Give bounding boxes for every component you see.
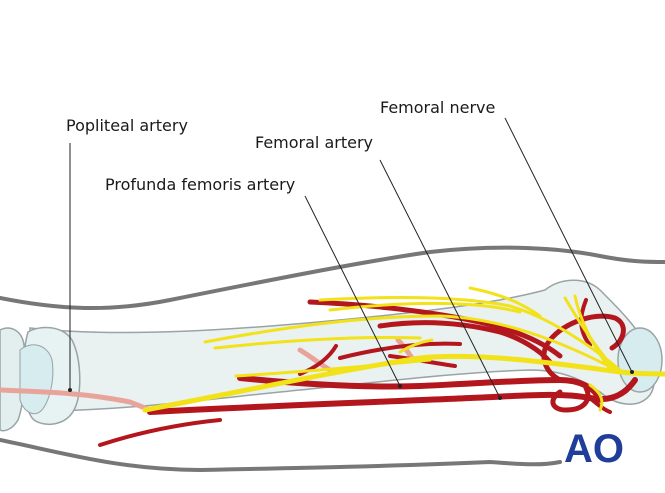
leader-femoral-nerve bbox=[504, 117, 633, 373]
leader-endpoints bbox=[68, 370, 634, 400]
label-leader-lines bbox=[69, 117, 633, 399]
femur-bone bbox=[0, 279, 663, 432]
femoral-nerve-branches bbox=[142, 286, 665, 413]
thigh-skin-outline bbox=[0, 245, 665, 473]
label-popliteal-artery: Popliteal artery bbox=[66, 116, 188, 135]
leader-femoral-artery bbox=[379, 159, 501, 399]
label-profunda-femoris-artery: Profunda femoris artery bbox=[105, 175, 295, 194]
label-femoral-nerve: Femoral nerve bbox=[380, 98, 495, 117]
ao-foundation-logo-icon: AO bbox=[564, 427, 624, 471]
label-femoral-artery: Femoral artery bbox=[255, 133, 373, 152]
leader-profunda-femoris-artery bbox=[304, 195, 401, 387]
